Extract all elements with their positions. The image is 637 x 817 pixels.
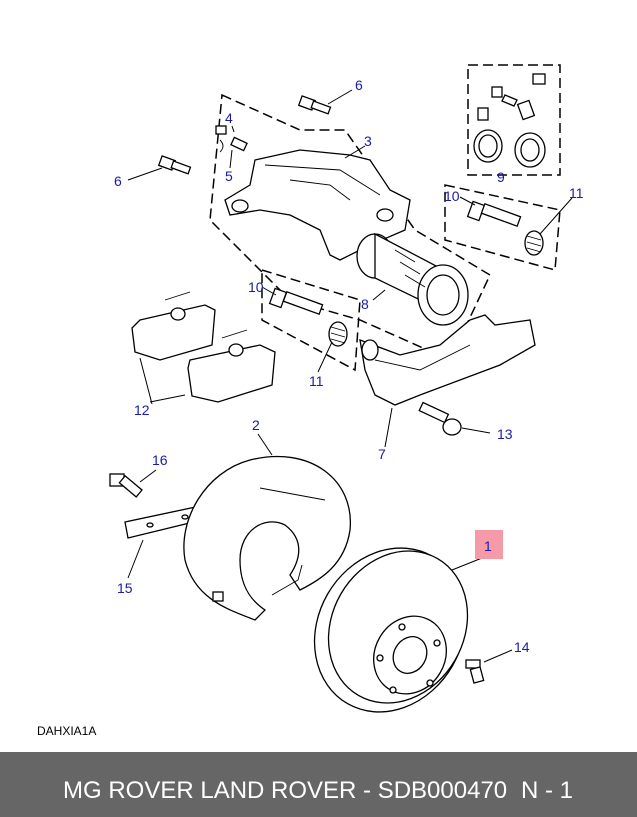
callout-14[interactable]: 14 — [514, 639, 530, 655]
guide-pin-lower — [268, 287, 348, 347]
callout-1[interactable]: 1 — [484, 538, 492, 554]
guide-pin-upper — [466, 200, 544, 256]
callout-10-upper[interactable]: 10 — [444, 188, 460, 204]
seal-kit-parts — [473, 73, 546, 168]
caliper-piston — [356, 232, 469, 326]
callout-10-lower[interactable]: 10 — [248, 279, 264, 295]
footer-page-indicator: N - 1 — [521, 777, 574, 804]
bolt-13 — [418, 401, 462, 436]
callout-3[interactable]: 3 — [364, 133, 372, 149]
footer-brand-part-number: MG ROVER LAND ROVER - SDB000470 — [63, 777, 508, 804]
callout-4[interactable]: 4 — [225, 110, 233, 126]
guide-pin-kit-outline-lower — [261, 268, 361, 372]
caliper-housing — [224, 149, 411, 261]
callout-5[interactable]: 5 — [225, 168, 233, 184]
seal-kit-outline — [467, 64, 561, 176]
leader-lines — [127, 89, 573, 663]
callout-11-lower[interactable]: 11 — [309, 373, 324, 389]
caliper-assembly-outline — [209, 93, 491, 361]
highlight-part-1 — [475, 530, 503, 559]
footer-bar: MG ROVER LAND ROVER - SDB000470 N - 1 — [0, 752, 637, 817]
callout-8[interactable]: 8 — [361, 296, 369, 312]
callout-15[interactable]: 15 — [117, 580, 133, 596]
guide-pin-kit-outline-upper — [444, 184, 561, 271]
exploded-parts-diagram — [109, 64, 573, 713]
bolt-16 — [109, 473, 143, 498]
brake-disc — [313, 547, 469, 713]
dust-shield — [183, 455, 351, 621]
diagram-reference-code: DAHXIA1A — [37, 724, 97, 738]
callout-2[interactable]: 2 — [252, 417, 260, 433]
bolt-6-left — [157, 155, 192, 175]
callout-16[interactable]: 16 — [152, 452, 168, 468]
brake-pads — [131, 291, 276, 403]
callout-9[interactable]: 9 — [497, 169, 505, 185]
callout-7[interactable]: 7 — [378, 446, 386, 462]
callout-12[interactable]: 12 — [134, 402, 150, 418]
callout-6-left[interactable]: 6 — [114, 173, 122, 189]
callout-13[interactable]: 13 — [497, 426, 513, 442]
caliper-carrier — [359, 314, 536, 406]
screw-14 — [465, 659, 485, 684]
callout-6-upper[interactable]: 6 — [355, 77, 363, 93]
bolt-6-upper — [297, 95, 332, 115]
callout-11-upper[interactable]: 11 — [569, 185, 584, 201]
bleed-nipple — [215, 125, 248, 153]
